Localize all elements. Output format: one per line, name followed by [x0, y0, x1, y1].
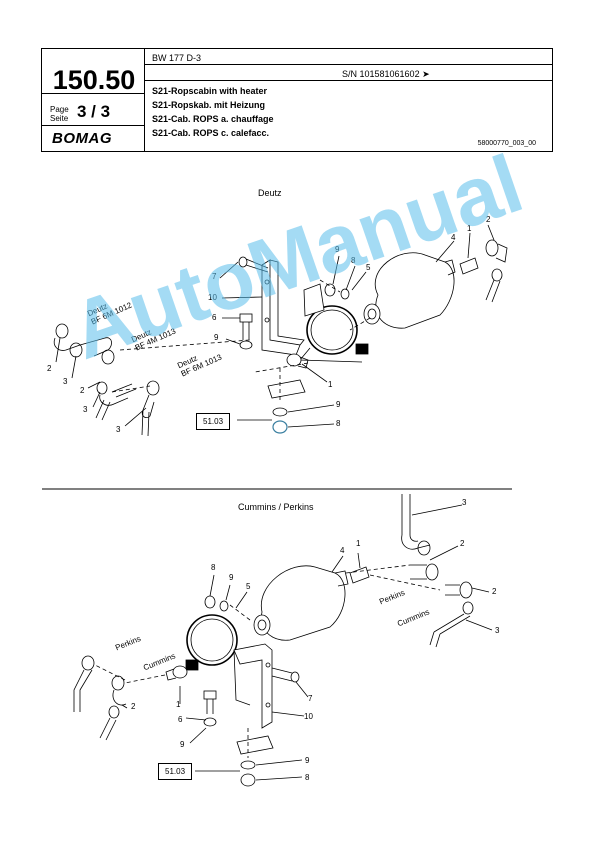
- bolt-6-bottom: [203, 690, 217, 727]
- reference-box-bottom: 51.03: [158, 763, 193, 780]
- callout-1-top: 1: [328, 380, 333, 389]
- title-de: S21-Ropskab. mit Heizung: [152, 100, 266, 110]
- callout-7-bottom: 7: [308, 694, 313, 703]
- callout-9-top-left: 9: [214, 333, 219, 342]
- header-divider-2: [42, 125, 144, 126]
- callout-8-top-base: 8: [336, 419, 341, 428]
- bolt-7-bottom: [271, 667, 300, 683]
- callout-9-top-base: 9: [336, 400, 341, 409]
- callout-3-top-bottom: 3: [116, 425, 121, 434]
- callout-2-top-mid: 2: [80, 386, 85, 395]
- callout-1-bottom-right: 1: [356, 539, 361, 548]
- header-divider-1: [42, 93, 144, 94]
- washer-9-top-right: [340, 288, 350, 300]
- callout-9-top: 9: [335, 245, 340, 254]
- doc-number: 58000770_003_00: [477, 140, 536, 147]
- leader-lines-bottom: [94, 564, 441, 758]
- deutz-assembly: [53, 224, 508, 437]
- bolt-6-top: [239, 313, 253, 340]
- header-divider-3: [144, 64, 553, 65]
- page-of: 3 / 3: [77, 102, 111, 121]
- title-fr: S21-Cab. ROPS a. chauffage: [152, 114, 274, 124]
- base-plate-bottom: [236, 735, 274, 787]
- adapter-1-top: [286, 353, 309, 369]
- title-es: S21-Cab. ROPS c. calefacc.: [152, 128, 270, 138]
- accumulator-tank-top: [363, 252, 456, 329]
- base-plate-top: [267, 379, 306, 434]
- leader-lines-top: [111, 279, 371, 400]
- callout-10-bottom: 10: [304, 712, 313, 721]
- callout-2-bottom-left: 2: [131, 702, 136, 711]
- callout-9-bottom: 9: [229, 573, 234, 582]
- reference-box-top: 51.03: [196, 413, 231, 430]
- fitting-right-top: [459, 239, 508, 303]
- strap-band-top: [299, 305, 369, 363]
- callout-8-top: 8: [351, 256, 356, 265]
- serial-number: S/N 101581061602 ➤: [342, 69, 430, 79]
- callout-10-top: 10: [208, 293, 217, 302]
- hose-set-left: [73, 655, 127, 741]
- cummins-perkins-assembly: [73, 494, 493, 787]
- callout-2-top-left: 2: [47, 364, 52, 373]
- callout-5-top: 5: [366, 263, 371, 272]
- callout-8-bottom-base: 8: [305, 773, 310, 782]
- adapter-1-bottom-right: [349, 566, 370, 584]
- callout-3-top-left: 3: [63, 377, 68, 386]
- title-en: S21-Ropscabin with heater: [152, 86, 268, 96]
- header-divider-4: [144, 80, 553, 81]
- adapter-1-bottom: [165, 665, 188, 681]
- callout-2-bottom-far-right: 2: [492, 587, 497, 596]
- page-label: Page Seite: [50, 105, 69, 123]
- callout-5-bottom: 5: [246, 582, 251, 591]
- callout-3-top-mid: 3: [83, 405, 88, 414]
- bolt-7-top: [238, 256, 269, 273]
- section-title-cummins-perkins: Cummins / Perkins: [238, 502, 314, 512]
- callout-9-bottom-base: 9: [305, 756, 310, 765]
- callout-3-bottom-right-top: 3: [462, 498, 467, 507]
- callout-8-bottom: 8: [211, 563, 216, 572]
- washer-9-bottom: [219, 600, 229, 612]
- model-name: BW 177 D-3: [152, 53, 202, 63]
- callout-lines-top: [55, 224, 495, 428]
- callout-3-bottom-right: 3: [495, 626, 500, 635]
- callout-1-top-right: 1: [467, 224, 472, 233]
- callout-2-top-right: 2: [486, 215, 491, 224]
- callout-2-bottom-right: 2: [460, 539, 465, 548]
- callout-4-bottom: 4: [340, 546, 345, 555]
- page-label-de: Seite: [50, 114, 69, 123]
- mounting-bracket-top: [261, 259, 325, 356]
- callout-lines-bottom: [121, 504, 493, 781]
- callout-4-top: 4: [451, 233, 456, 242]
- callout-9-bottom-left: 9: [180, 740, 185, 749]
- page-label-en: Page: [50, 105, 69, 114]
- washer-9-top-left: [239, 340, 253, 350]
- nut-8-top: [324, 283, 336, 297]
- callout-1-bottom: 1: [176, 700, 181, 709]
- header-divider-vertical: [144, 49, 145, 152]
- callout-6-top: 6: [212, 313, 217, 322]
- header-block: 150.50 Page Seite 3 / 3 BOMAG BW 177 D-3…: [41, 48, 553, 152]
- callout-7-top: 7: [212, 272, 217, 281]
- hose-set-right: [401, 494, 474, 648]
- nut-8-bottom: [204, 595, 216, 609]
- accumulator-tank-bottom: [253, 565, 349, 641]
- strap-band-bottom: [185, 614, 238, 671]
- callout-6-bottom: 6: [178, 715, 183, 724]
- mounting-bracket-bottom: [233, 643, 273, 729]
- section-title-deutz: Deutz: [258, 188, 282, 198]
- bomag-logo: BOMAG: [52, 130, 112, 147]
- page-number: 150.50: [52, 65, 136, 95]
